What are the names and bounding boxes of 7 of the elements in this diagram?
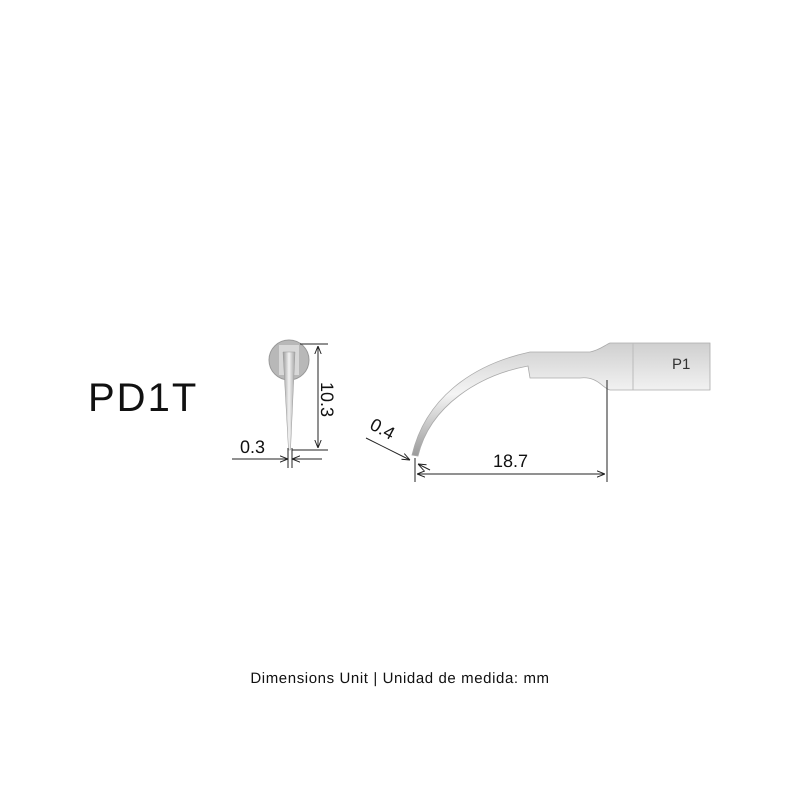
dimension-label: 0.4	[367, 415, 398, 443]
model-code: PD1T	[88, 378, 198, 418]
dimension-label: 18.7	[493, 452, 528, 470]
engraved-marking: P1	[672, 357, 690, 372]
dimension-label: 10.3	[318, 382, 336, 418]
caption: Dimensions Unit | Unidad de medida: mm	[249, 671, 551, 686]
dimension-label: 0.3	[240, 438, 266, 456]
